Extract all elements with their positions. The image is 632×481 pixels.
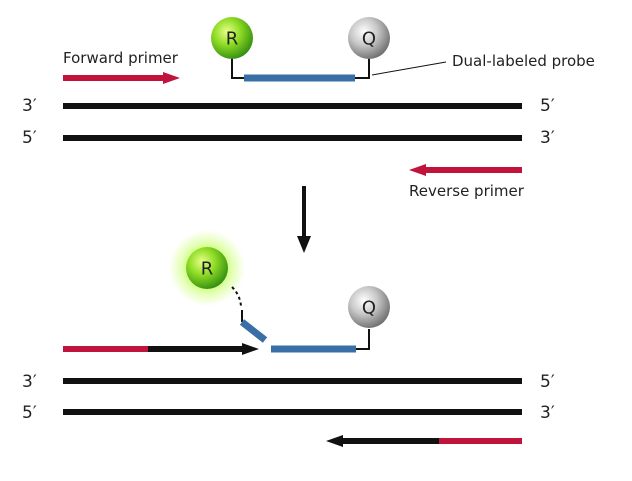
reporter-linker bbox=[231, 58, 244, 79]
template-dna-bottom: 3′ 5′ 5′ 3′ bbox=[22, 372, 555, 423]
reverse-primer-arrowhead bbox=[409, 164, 426, 176]
extending-reverse-primer bbox=[326, 435, 522, 447]
forward-primer-label: Forward primer bbox=[63, 49, 179, 67]
reverse-extension-arrowhead bbox=[326, 435, 343, 447]
forward-primer-arrowhead bbox=[163, 72, 180, 84]
remaining-quencher-linker bbox=[356, 329, 370, 350]
cleaved-probe-fragment bbox=[239, 319, 268, 343]
probe-label: Dual-labeled probe bbox=[452, 52, 595, 70]
strand4-right-end: 3′ bbox=[540, 403, 555, 423]
released-reporter: R bbox=[169, 230, 268, 343]
strand2-right-end: 3′ bbox=[540, 128, 555, 148]
extending-forward-primer bbox=[63, 343, 259, 355]
forward-primer: Forward primer bbox=[63, 49, 180, 84]
strand3-left-end: 3′ bbox=[22, 372, 37, 392]
quencher-linker bbox=[355, 58, 370, 79]
arrow-down-icon bbox=[297, 186, 311, 253]
probe-leader-line bbox=[371, 61, 447, 76]
forward-extension-arrowhead bbox=[242, 343, 259, 355]
reporter-dye-icon bbox=[211, 17, 253, 59]
bottom-panel: R Q 3′ 5′ 5′ 3′ bbox=[22, 230, 555, 447]
quencher-letter: Q bbox=[362, 29, 376, 50]
top-panel: Forward primer R Q Dual-labeled probe 3′ bbox=[22, 17, 595, 200]
reverse-primer: Reverse primer bbox=[409, 164, 525, 200]
released-reporter-letter: R bbox=[201, 259, 214, 280]
reporter-dye: R bbox=[211, 17, 253, 59]
dual-labeled-probe: R Q Dual-labeled probe bbox=[211, 17, 595, 82]
broken-linker bbox=[231, 286, 242, 307]
strand1-left-end: 3′ bbox=[22, 96, 37, 116]
remaining-quencher-letter: Q bbox=[362, 298, 376, 319]
strand3-right-end: 5′ bbox=[540, 372, 555, 392]
remaining-probe: Q bbox=[271, 286, 390, 353]
strand1-right-end: 5′ bbox=[540, 96, 555, 116]
quencher-dye: Q bbox=[348, 17, 390, 59]
template-dna-top: 3′ 5′ 5′ 3′ bbox=[22, 96, 555, 148]
reverse-primer-label: Reverse primer bbox=[409, 182, 525, 200]
released-reporter-icon bbox=[186, 247, 228, 289]
strand2-left-end: 5′ bbox=[22, 128, 37, 148]
reporter-letter: R bbox=[226, 29, 239, 50]
strand4-left-end: 5′ bbox=[22, 403, 37, 423]
quencher-dye-icon bbox=[348, 17, 390, 59]
remaining-quencher-icon bbox=[348, 286, 390, 328]
